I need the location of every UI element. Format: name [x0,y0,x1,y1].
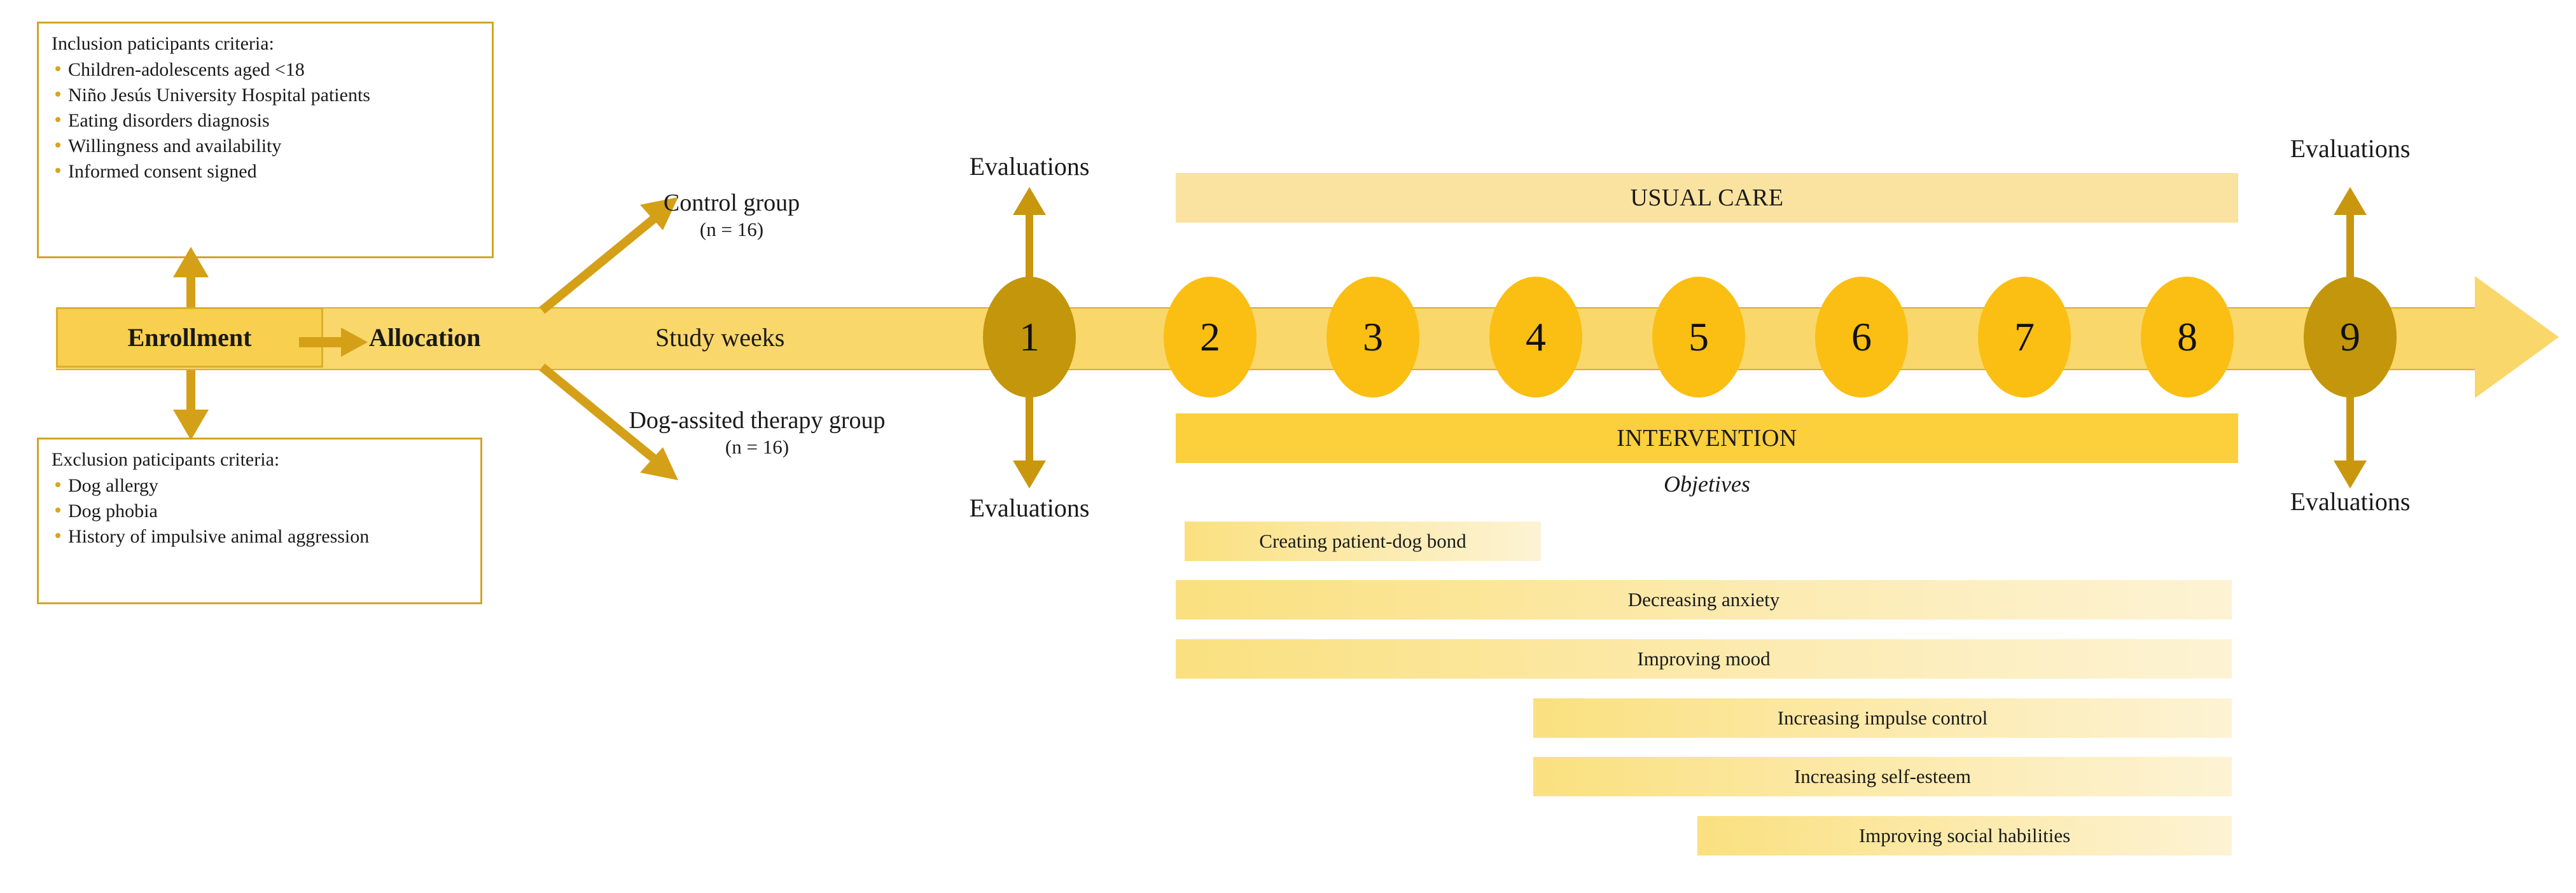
study-timeline-bar [56,307,2493,370]
week-circle-5[interactable]: 5 [1652,277,1745,398]
week-circle-3[interactable]: 3 [1326,277,1419,398]
objective-bar: Improving mood [1176,639,2232,679]
week1-evaluation-label-top: Evaluations [969,152,1090,181]
inclusion-criteria-list: Children-adolescents aged <18 Niño Jesús… [52,58,480,184]
intervention-bar: INTERVENTION [1176,413,2238,463]
exclusion-criteria-list: Dog allergy Dog phobia History of impuls… [52,474,469,549]
exclusion-criteria-title: Exclusion paticipants criteria: [52,449,280,470]
week-circle-2[interactable]: 2 [1164,277,1257,398]
week-number: 3 [1363,314,1383,359]
objective-bar: Decreasing anxiety [1176,580,2232,620]
objective-label: Decreasing anxiety [1627,588,1780,611]
week1-evaluation-arrow-icon [1013,187,1046,281]
inclusion-criteria-item: Willingness and availability [52,134,480,158]
week-circle-9[interactable]: 9 [2304,277,2397,398]
week-circle-1[interactable]: 1 [983,277,1076,398]
objectives-heading: Objetives [1664,471,1750,497]
study-weeks-label-text: Study weeks [655,323,785,352]
week-number: 9 [2340,314,2360,359]
objective-label: Increasing impulse control [1777,707,1988,729]
study-weeks-label: Study weeks [655,307,784,368]
objective-bar: Increasing impulse control [1533,698,2232,738]
allocation-label-text: Allocation [369,323,481,352]
week-number: 7 [2014,314,2035,359]
control-group-label: Control group (n = 16) [598,188,865,242]
allocation-stage-label: Allocation [369,307,481,368]
week-circle-4[interactable]: 4 [1489,277,1582,398]
exclusion-criteria-item: Dog phobia [52,499,469,523]
exclusion-criteria-item: History of impulsive animal aggression [52,525,405,548]
inclusion-criteria-item: Niño Jesús University Hospital patients [52,83,450,107]
inclusion-criteria-item: Informed consent signed [52,160,480,183]
week-number: 4 [1526,314,1546,359]
week-number: 1 [1019,314,1040,359]
control-group-name: Control group [663,190,800,216]
week-circle-6[interactable]: 6 [1815,277,1908,398]
therapy-group-n: (n = 16) [725,436,790,459]
objective-label: Improving social habilities [1858,824,2071,847]
week-circle-7[interactable]: 7 [1978,277,2071,398]
allocation-to-therapy-arrow-icon [539,363,678,480]
week-number: 5 [1688,314,1709,359]
therapy-group-label: Dog-assited therapy group (n = 16) [592,406,922,459]
week9-evaluation-arrow-icon [2334,187,2367,281]
usual-care-bar: USUAL CARE [1176,173,2238,223]
enrollment-to-allocation-arrow-icon [299,328,368,357]
usual-care-label: USUAL CARE [1630,184,1784,211]
objective-bar: Increasing self-esteem [1533,757,2232,796]
intervention-label: INTERVENTION [1617,425,1797,452]
allocation-to-control-arrow-icon [539,197,678,314]
exclusion-criteria-box: Exclusion paticipants criteria: Dog alle… [37,438,482,604]
week1-evaluation-label-bottom: Evaluations [969,494,1090,522]
week1-evaluation-arrow-down-icon [1013,394,1046,488]
inclusion-criteria-title: Inclusion paticipants criteria: [52,33,274,54]
week-number: 6 [1851,314,1872,359]
control-group-n: (n = 16) [699,218,764,241]
week9-evaluation-arrow-down-icon [2334,394,2367,488]
exclusion-criteria-item: Dog allergy [52,474,469,497]
enrollment-label: Enrollment [127,323,252,352]
week9-evaluation-label-top: Evaluations [2290,134,2411,163]
inclusion-criteria-item: Children-adolescents aged <18 [52,58,480,81]
week-number: 8 [2177,314,2197,359]
week-number: 2 [1200,314,1220,359]
timeline-arrowhead-icon [2475,276,2559,398]
enrollment-stage-box[interactable]: Enrollment [56,307,323,368]
objective-bar: Creating patient-dog bond [1185,522,1541,561]
objective-bar: Improving social habilities [1697,816,2232,855]
objective-label: Increasing self-esteem [1793,765,1971,787]
week9-evaluation-label-bottom: Evaluations [2290,487,2411,516]
inclusion-criteria-box: Inclusion paticipants criteria: Children… [37,22,494,258]
objective-label: Improving mood [1637,647,1771,670]
therapy-group-name: Dog-assited therapy group [629,407,886,434]
week-circle-8[interactable]: 8 [2141,277,2234,398]
inclusion-criteria-item: Eating disorders diagnosis [52,109,480,132]
objective-label: Creating patient-dog bond [1259,530,1466,552]
